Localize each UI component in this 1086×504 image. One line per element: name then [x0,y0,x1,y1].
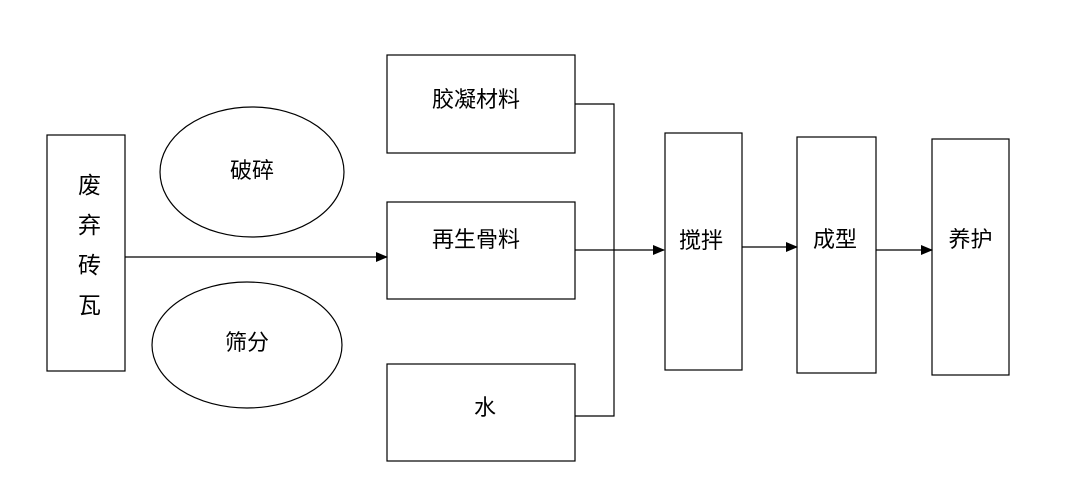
aggregate-label: 再生骨料 [431,227,520,253]
inputs-bracket-line [575,103,615,417]
form-box [796,136,877,374]
sieve-ellipse [151,281,343,409]
source-label-wrap: 废弃砖瓦 [47,135,125,371]
source-label: 废弃砖瓦 [73,173,100,333]
cure-label: 养护 [948,228,993,253]
water-box [386,363,576,462]
source-box [46,134,126,372]
form-label: 成型 [812,228,857,253]
crush-ellipse [159,106,345,238]
sieve-label: 筛分 [224,331,269,356]
mix-box [664,132,743,371]
water-label: 水 [473,395,496,421]
mix-label: 搅拌 [678,228,723,254]
binder-label: 胶凝材料 [431,88,520,113]
crush-label: 破碎 [229,159,274,184]
cure-box [931,138,1010,376]
